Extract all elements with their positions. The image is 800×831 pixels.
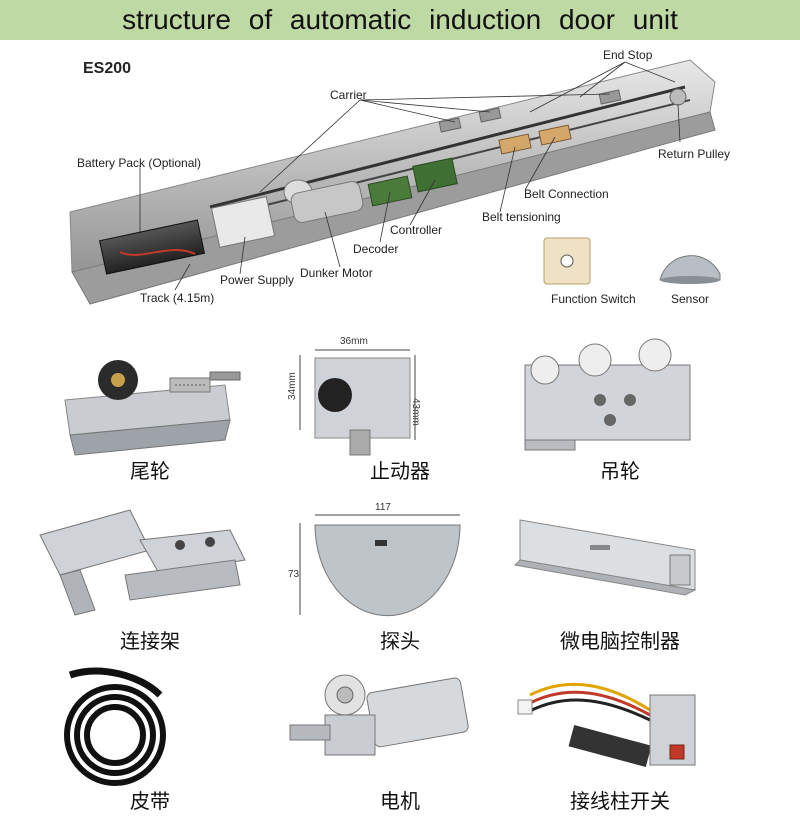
probe-image: 117 73	[288, 502, 461, 617]
controller-image	[513, 519, 697, 596]
label-power-supply: Power Supply	[220, 273, 295, 287]
caption-connector-bracket: 连接架	[120, 629, 180, 653]
label-belt-tensioning: Belt tensioning	[482, 210, 561, 224]
stopper-height-left-label: 34mm	[287, 372, 298, 400]
label-dunker-motor: Dunker Motor	[300, 266, 373, 280]
door-unit-diagram	[69, 59, 721, 305]
belt-image	[64, 667, 166, 786]
model-label: ES200	[83, 60, 132, 77]
label-sensor: Sensor	[671, 292, 710, 306]
label-decoder: Decoder	[353, 242, 399, 256]
caption-stopper: 止动器	[370, 459, 430, 483]
probe-width-label: 117	[375, 502, 391, 513]
label-controller: Controller	[390, 223, 443, 237]
terminal-switch-image	[517, 682, 696, 767]
title-banner	[0, 0, 800, 40]
label-battery-pack: Battery Pack (Optional)	[77, 156, 202, 170]
label-track: Track (4.15m)	[140, 291, 215, 305]
stopper-image: 36mm 34mm 43mm	[287, 336, 421, 456]
caption-probe: 探头	[380, 629, 420, 653]
label-carrier: Carrier	[330, 88, 367, 102]
motor-image	[289, 674, 469, 756]
label-belt-connection: Belt Connection	[524, 187, 609, 201]
page-title: structure of automatic induction door un…	[122, 4, 678, 35]
caption-hanging-wheel: 吊轮	[600, 459, 640, 483]
label-return-pulley: Return Pulley	[658, 147, 731, 161]
probe-height-label: 73	[288, 569, 300, 580]
caption-belt: 皮带	[130, 789, 170, 813]
connector-bracket-image	[39, 509, 246, 616]
caption-terminal-switch: 接线柱开关	[570, 789, 670, 813]
label-function-switch: Function Switch	[551, 292, 636, 306]
caption-controller: 微电脑控制器	[560, 629, 680, 653]
stopper-width-label: 36mm	[340, 336, 368, 347]
tail-wheel-image	[64, 360, 241, 456]
caption-tail-wheel: 尾轮	[130, 459, 170, 483]
caption-motor: 电机	[380, 789, 420, 813]
label-end-stop: End Stop	[603, 48, 653, 62]
hanging-wheel-image	[524, 338, 691, 451]
